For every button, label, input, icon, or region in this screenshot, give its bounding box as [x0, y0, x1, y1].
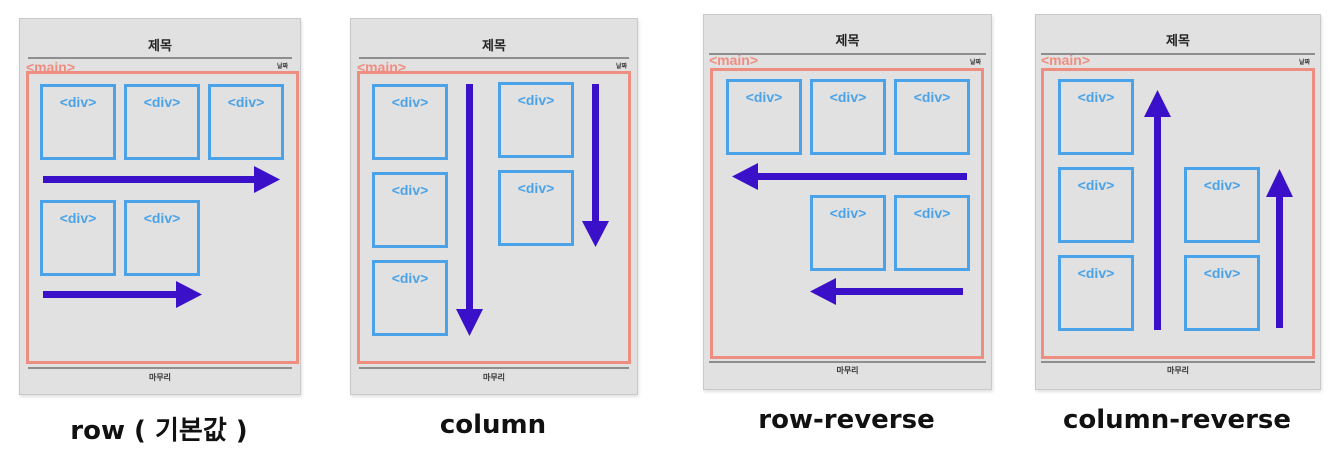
- div-box: <div>: [726, 79, 802, 155]
- main-tag: <main>: [1041, 52, 1091, 68]
- div-box: <div>: [810, 79, 886, 155]
- caption-column-reverse: column-reverse: [1062, 405, 1292, 435]
- panel-row: 제목 <main> 날짜 <div> <div> <div> <div> <di…: [19, 18, 301, 395]
- panel-title: 제목: [148, 39, 172, 54]
- div-box-label: <div>: [143, 94, 181, 110]
- panel-column: 제목 <main> 날짜 <div> <div> <div> <div> <di…: [350, 18, 638, 395]
- panel-title: 제목: [1166, 34, 1190, 49]
- div-box-label: <div>: [1203, 265, 1241, 281]
- footer-label: 마무리: [482, 373, 506, 382]
- div-box: <div>: [894, 79, 970, 155]
- divider: [1041, 361, 1315, 363]
- div-box-label: <div>: [913, 89, 951, 105]
- div-box-label: <div>: [227, 94, 265, 110]
- caption-column: column: [439, 410, 547, 440]
- arrow-down-icon: [582, 84, 609, 247]
- div-box: <div>: [1058, 167, 1134, 243]
- div-box-label: <div>: [59, 210, 97, 226]
- div-box-label: <div>: [829, 89, 867, 105]
- panel-row-reverse: 제목 <main> 날짜 <div> <div> <div> <div> <di…: [703, 14, 992, 390]
- div-box: <div>: [124, 200, 200, 276]
- main-tag: <main>: [357, 59, 407, 75]
- div-box: <div>: [894, 195, 970, 271]
- caption-row-reverse: row-reverse: [758, 405, 935, 435]
- footer-label: 마무리: [148, 373, 172, 382]
- divider: [709, 53, 986, 55]
- div-box-label: <div>: [59, 94, 97, 110]
- caption-row: row ( 기본값 ): [70, 416, 248, 446]
- div-box-label: <div>: [391, 182, 429, 198]
- div-box-label: <div>: [517, 180, 555, 196]
- divider: [28, 367, 292, 369]
- div-box-label: <div>: [143, 210, 181, 226]
- div-box: <div>: [40, 200, 116, 276]
- div-box-label: <div>: [391, 94, 429, 110]
- div-box: <div>: [1058, 255, 1134, 331]
- div-box: <div>: [810, 195, 886, 271]
- arrow-up-icon: [1144, 90, 1171, 330]
- footer-label: 마무리: [1166, 366, 1190, 375]
- main-container: [26, 71, 299, 364]
- divider: [28, 57, 292, 59]
- arrow-right-icon: [43, 281, 202, 308]
- divider: [359, 367, 629, 369]
- divider: [359, 57, 629, 59]
- div-box-label: <div>: [1203, 177, 1241, 193]
- date-label: 날짜: [615, 63, 627, 70]
- main-container: [710, 68, 984, 359]
- div-box-label: <div>: [391, 270, 429, 286]
- div-box: <div>: [1058, 79, 1134, 155]
- main-tag: <main>: [709, 52, 759, 68]
- div-box: <div>: [498, 82, 574, 158]
- date-label: 날짜: [969, 59, 981, 66]
- divider: [709, 361, 986, 363]
- div-box: <div>: [208, 84, 284, 160]
- arrow-right-icon: [43, 166, 280, 193]
- div-box: <div>: [1184, 255, 1260, 331]
- div-box-label: <div>: [1077, 89, 1115, 105]
- panel-title: 제목: [482, 39, 506, 54]
- div-box-label: <div>: [1077, 265, 1115, 281]
- div-box: <div>: [498, 170, 574, 246]
- div-box: <div>: [1184, 167, 1260, 243]
- footer-label: 마무리: [836, 366, 859, 375]
- arrow-left-icon: [732, 163, 967, 190]
- arrow-up-icon: [1266, 169, 1293, 328]
- main-tag: <main>: [26, 59, 76, 75]
- panel-title: 제목: [835, 34, 860, 49]
- div-box: <div>: [372, 260, 448, 336]
- date-label: 날짜: [1298, 59, 1310, 66]
- div-box-label: <div>: [913, 205, 951, 221]
- div-box-label: <div>: [745, 89, 783, 105]
- div-box: <div>: [372, 84, 448, 160]
- div-box: <div>: [40, 84, 116, 160]
- arrow-down-icon: [456, 84, 483, 336]
- div-box: <div>: [124, 84, 200, 160]
- main-container: [1041, 68, 1315, 359]
- div-box-label: <div>: [1077, 177, 1115, 193]
- arrow-left-icon: [810, 278, 963, 305]
- main-container: [357, 71, 631, 364]
- panel-column-reverse: 제목 <main> 날짜 <div> <div> <div> <div> <di…: [1035, 14, 1321, 390]
- div-box-label: <div>: [517, 92, 555, 108]
- divider: [1041, 53, 1315, 55]
- div-box: <div>: [372, 172, 448, 248]
- date-label: 날짜: [276, 63, 288, 70]
- div-box-label: <div>: [829, 205, 867, 221]
